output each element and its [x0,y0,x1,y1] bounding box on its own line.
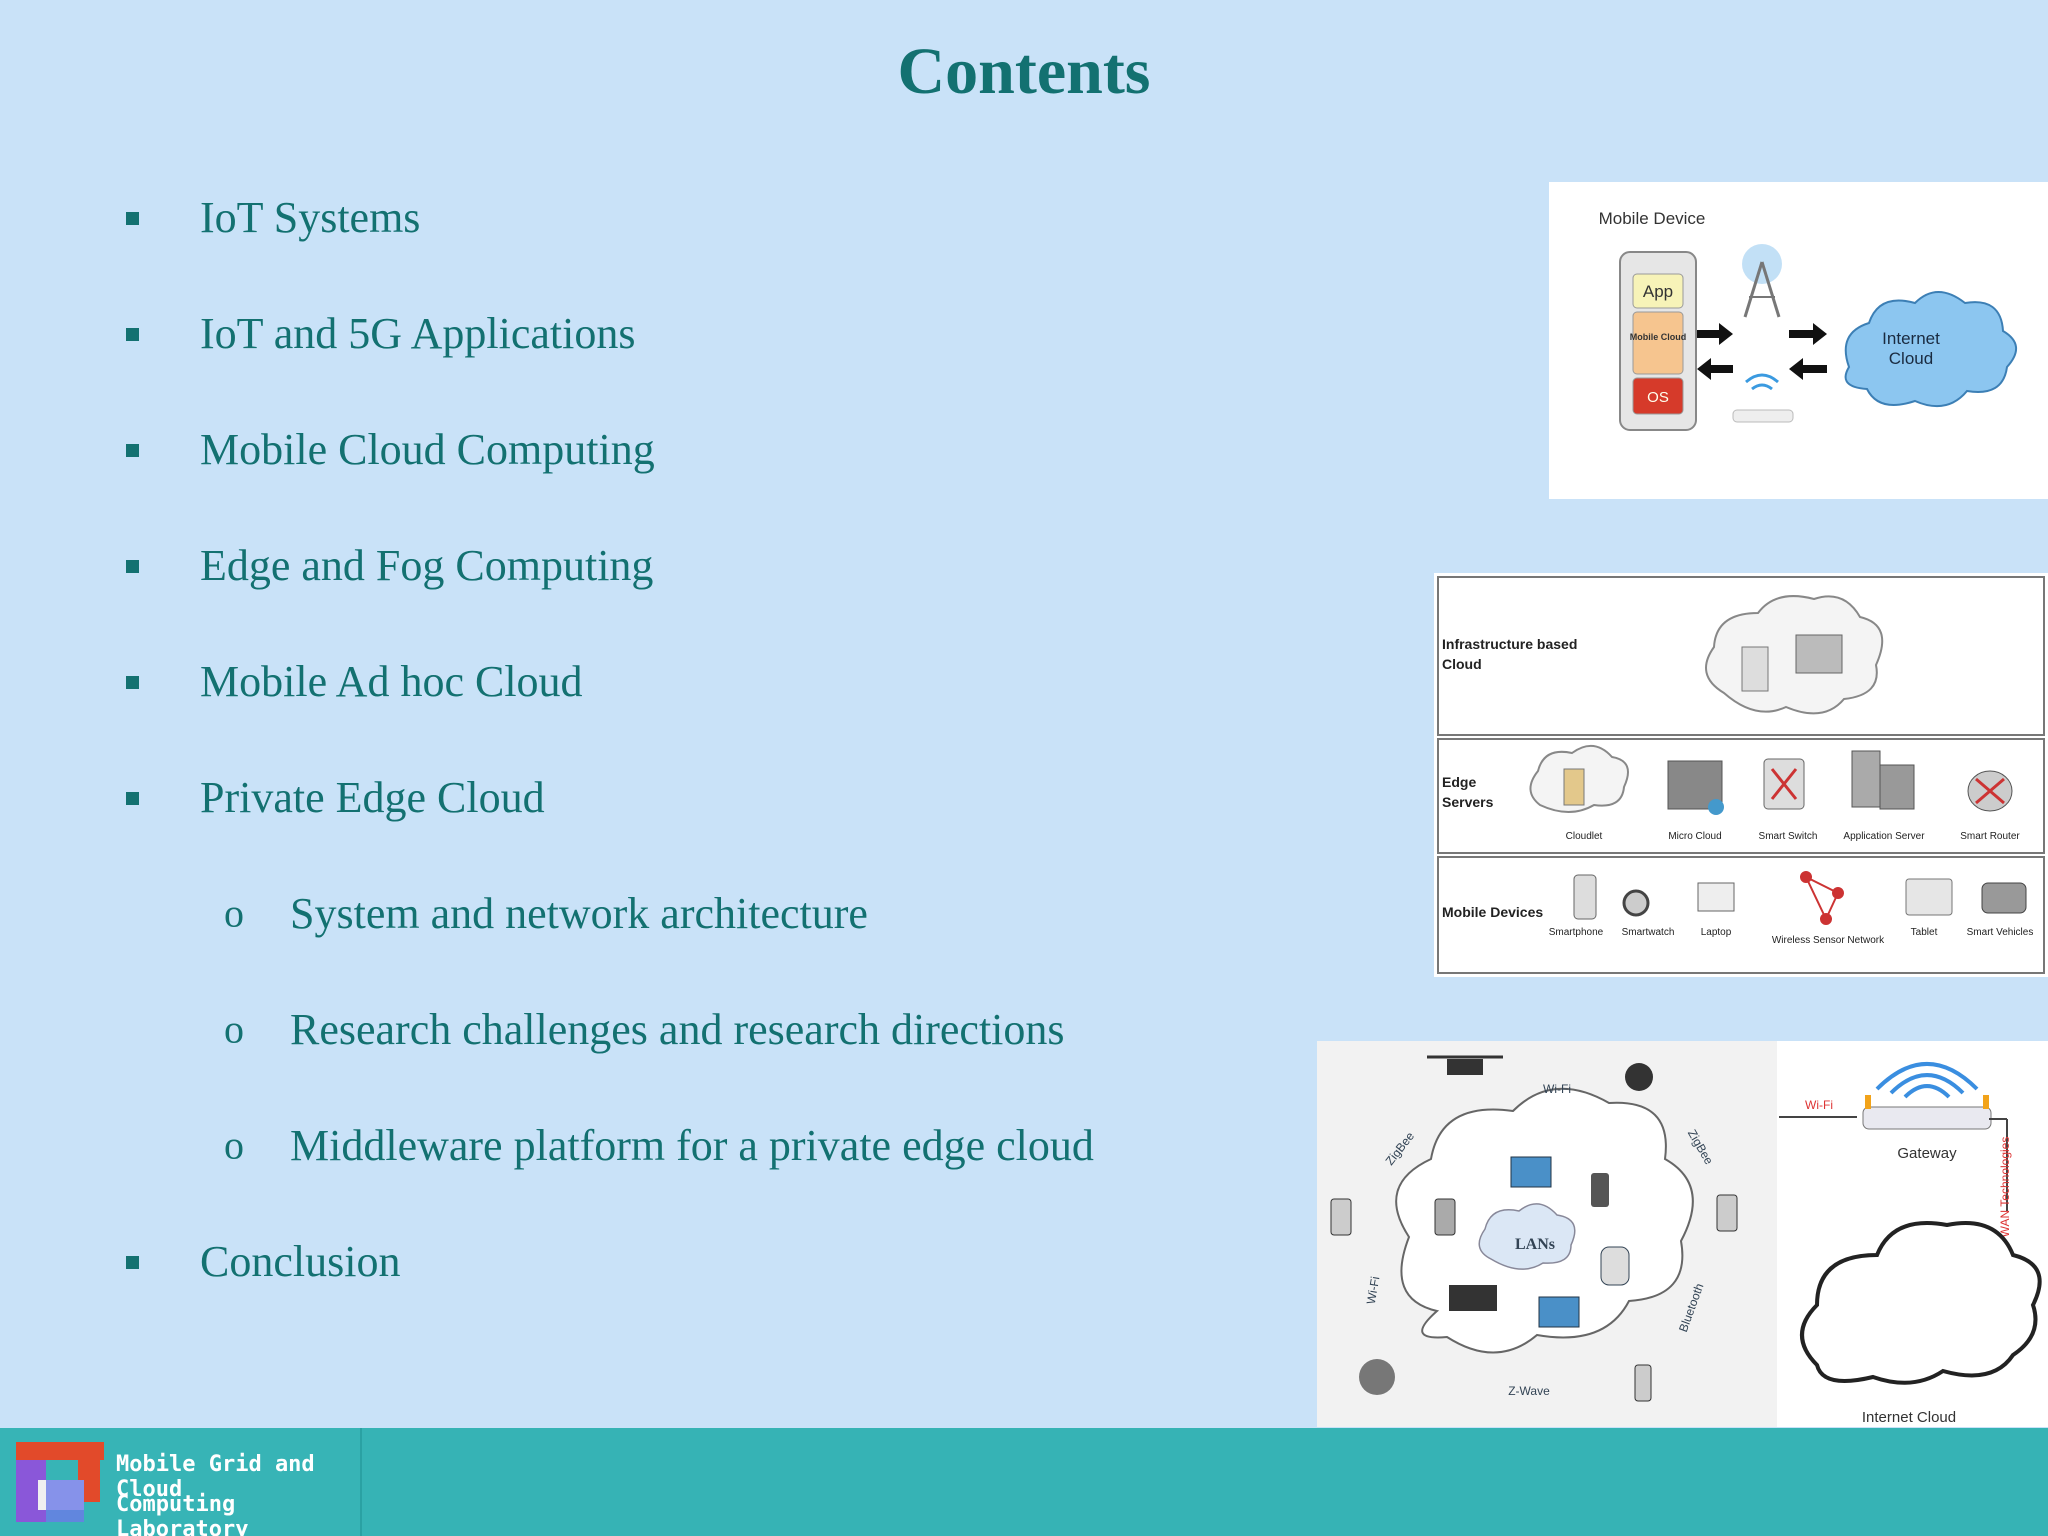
app-label: App [1643,282,1673,301]
arrows-icon [1697,323,1827,380]
page-title: Contents [897,35,1151,108]
list-item: Conclusion [126,1236,401,1287]
square-bullet-icon [126,211,139,225]
list-item: IoT Systems [126,192,421,243]
smart-router-icon [1967,770,2013,812]
tablet-icon [1905,878,1953,916]
cell-tower-icon [1742,244,1782,318]
list-item-label: Research challenges and research directi… [290,1005,1065,1054]
internet-cloud-label: Internet Cloud [1862,1409,1956,1426]
square-bullet-icon [126,675,139,689]
svg-text:Cloud: Cloud [1442,656,1482,672]
device-item-label: Smartphone [1549,927,1604,938]
phone-icon [1716,1194,1738,1232]
phone-icon [1434,1198,1456,1236]
zwave-label: Z-Wave [1508,1384,1550,1398]
list-item-label: Private Edge Cloud [200,773,545,822]
gateway-icon [1862,1062,1992,1130]
wifi-label: Wi-Fi [1364,1275,1383,1305]
footer-bar: Mobile Grid and Cloud Computing Laborato… [0,1428,2048,1536]
phone-icon [1591,1173,1609,1207]
mobile-device-label: Mobile Device [1599,209,1706,228]
cloudlet-icon [1529,745,1629,813]
edge-architecture-figure: Infrastructure based Cloud Edge Servers … [1434,573,2048,977]
square-bullet-icon [126,1255,139,1269]
list-item-label: System and network architecture [290,889,868,938]
edge-item-label: Smart Switch [1759,831,1818,842]
list-item-label: Edge and Fog Computing [200,541,654,590]
logo-line-2: Computing Laboratory [116,1492,249,1536]
chip-icon [1538,1296,1580,1328]
sub-list-item: o Middleware platform for a private edge… [224,1120,1094,1171]
circle-bullet-icon: o [224,1006,244,1052]
gateway-label: Gateway [1897,1145,1957,1162]
list-item-label: Conclusion [200,1237,401,1286]
os-label: OS [1647,389,1669,406]
robot-icon [1625,1063,1653,1091]
wifi-router-icon [1732,373,1794,423]
smartwatch-icon [1622,889,1650,917]
list-item: Mobile Ad hoc Cloud [126,656,583,707]
laptop-icon [1697,882,1735,912]
circle-bullet-icon: o [224,890,244,936]
drone-icon [1427,1055,1503,1075]
internet-cloud-icon [1800,1221,2042,1385]
logo-line-1: Mobile Grid and Cloud [116,1452,315,1502]
vehicle-icon [1981,882,2027,914]
list-item: Edge and Fog Computing [126,540,654,591]
mobile-devices-label: Mobile Devices [1442,904,1543,920]
list-item: Private Edge Cloud [126,772,545,823]
smartphone-icon [1573,874,1597,920]
wan-label: WAN Technologies [1998,1137,2012,1238]
list-item: IoT and 5G Applications [126,308,636,359]
mobile-cloud-label: Mobile Cloud [1630,332,1687,342]
lans-label: LANs [1515,1236,1555,1253]
svg-text:Servers: Servers [1442,794,1494,810]
wifi-label: Wi-Fi [1543,1082,1571,1096]
r2d2-icon [1600,1246,1630,1286]
list-item-label: Mobile Cloud Computing [200,425,655,474]
square-bullet-icon [126,791,139,805]
micro-cloud-icon [1667,760,1724,815]
device-item-label: Tablet [1911,927,1938,938]
edge-item-label: Cloudlet [1566,831,1603,842]
device-item-label: Laptop [1701,927,1732,938]
sub-list-item: o Research challenges and research direc… [224,1004,1065,1055]
list-item-label: Mobile Ad hoc Cloud [200,657,583,706]
lab-logo: Mobile Grid and Cloud Computing Laborato… [0,1428,362,1536]
square-bullet-icon [126,443,139,457]
application-server-icon [1851,750,1915,810]
edge-servers-label: Edge [1442,774,1476,790]
device-item-label: Wireless Sensor Network [1772,935,1885,946]
list-item-label: IoT Systems [200,193,421,242]
circle-bullet-icon: o [224,1122,244,1168]
list-item: Mobile Cloud Computing [126,424,655,475]
robot-icon [1359,1359,1395,1395]
device-item-label: Smartwatch [1622,927,1675,938]
svg-text:Cloud: Cloud [1889,349,1933,368]
list-item-label: IoT and 5G Applications [200,309,636,358]
iot-network-figure: LANs Wi-Fi ZigBee ZigBee Wi-Fi Bluetooth… [1317,1041,2048,1427]
sensor-icon [1634,1364,1652,1402]
smart-switch-icon [1763,758,1805,810]
edge-item-label: Application Server [1843,831,1925,842]
square-bullet-icon [126,559,139,573]
internet-cloud-label: Internet [1882,329,1940,348]
mobile-cloud-figure: Mobile Device App Mobile Cloud OS [1549,182,2048,499]
laptop-icon [1510,1156,1552,1188]
edge-item-label: Micro Cloud [1668,831,1721,842]
sub-list-item: o System and network architecture [224,888,868,939]
internet-cloud-icon [1844,291,2017,408]
device-item-label: Smart Vehicles [1967,927,2034,938]
square-bullet-icon [126,327,139,341]
sensor-network-icon [1800,871,1844,925]
list-item-label: Middleware platform for a private edge c… [290,1121,1094,1170]
infrastructure-cloud-label: Infrastructure based [1442,636,1577,652]
lab-logo-icon [16,1442,104,1522]
phone-icon [1330,1198,1352,1236]
edge-item-label: Smart Router [1960,831,2020,842]
robot-car-icon [1449,1285,1497,1311]
wifi-gateway-label: Wi-Fi [1805,1098,1833,1112]
